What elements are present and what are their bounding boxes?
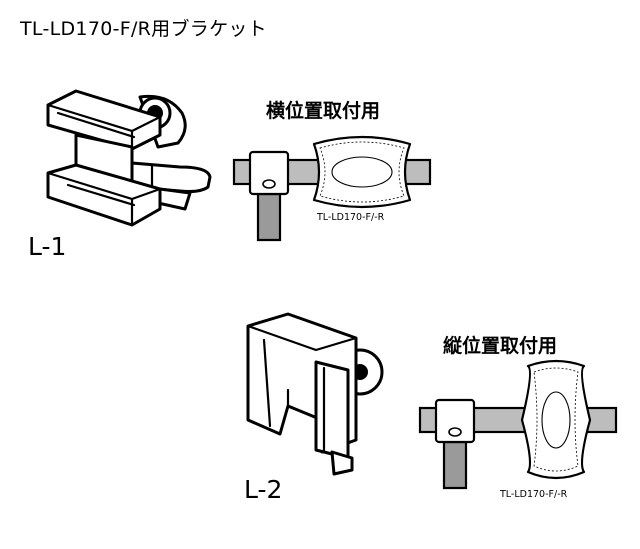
bracket-l1-icon	[46, 89, 212, 227]
vertical-mount-icon	[418, 359, 618, 490]
l1-model-label: TL-LD170-F/-R	[317, 212, 385, 223]
l2-caption: 縦位置取付用	[443, 335, 558, 357]
page-title: TL-LD170-F/R用ブラケット	[20, 18, 267, 40]
horizontal-mount-icon	[232, 135, 432, 242]
l1-caption: 横位置取付用	[266, 100, 381, 122]
l1-code-label: L-1	[28, 232, 67, 261]
l2-model-label: TL-LD170-F/-R	[500, 489, 568, 500]
bracket-l2-icon	[246, 312, 384, 476]
l2-code-label: L-2	[244, 475, 283, 504]
